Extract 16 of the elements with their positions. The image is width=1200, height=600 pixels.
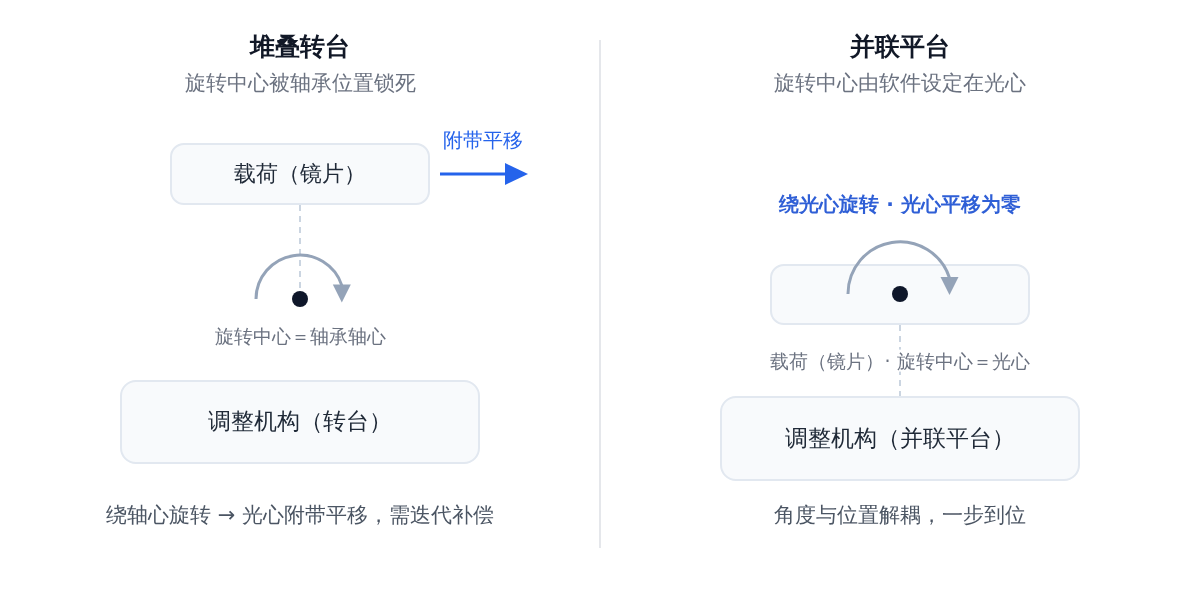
subtitle: 旋转中心由软件设定在光心 <box>774 71 1026 97</box>
panel-title: 堆叠转台 <box>250 32 350 62</box>
caption: 绕轴心旋转 → 光心附带平移，需迭代补偿 <box>106 503 494 529</box>
rounded-box: 载荷（镜片） <box>170 143 430 205</box>
panel-title: 并联平台 <box>850 32 950 62</box>
annotation: 绕光心旋转 · 光心平移为零 <box>779 192 1021 216</box>
rounded-box: 调整机构（转台） <box>120 380 480 464</box>
rounded-box: 调整机构（并联平台） <box>720 396 1080 481</box>
caption: 角度与位置解耦，一步到位 <box>774 503 1026 529</box>
center-dot <box>892 286 908 302</box>
arrow-label: 附带平移 <box>443 128 523 152</box>
subtitle: 旋转中心被轴承位置锁死 <box>184 71 416 97</box>
dot-label: 旋转中心＝轴承轴心 <box>214 324 386 348</box>
dashed-line <box>899 324 901 397</box>
center-dot <box>292 291 308 307</box>
rounded-box <box>770 264 1030 325</box>
